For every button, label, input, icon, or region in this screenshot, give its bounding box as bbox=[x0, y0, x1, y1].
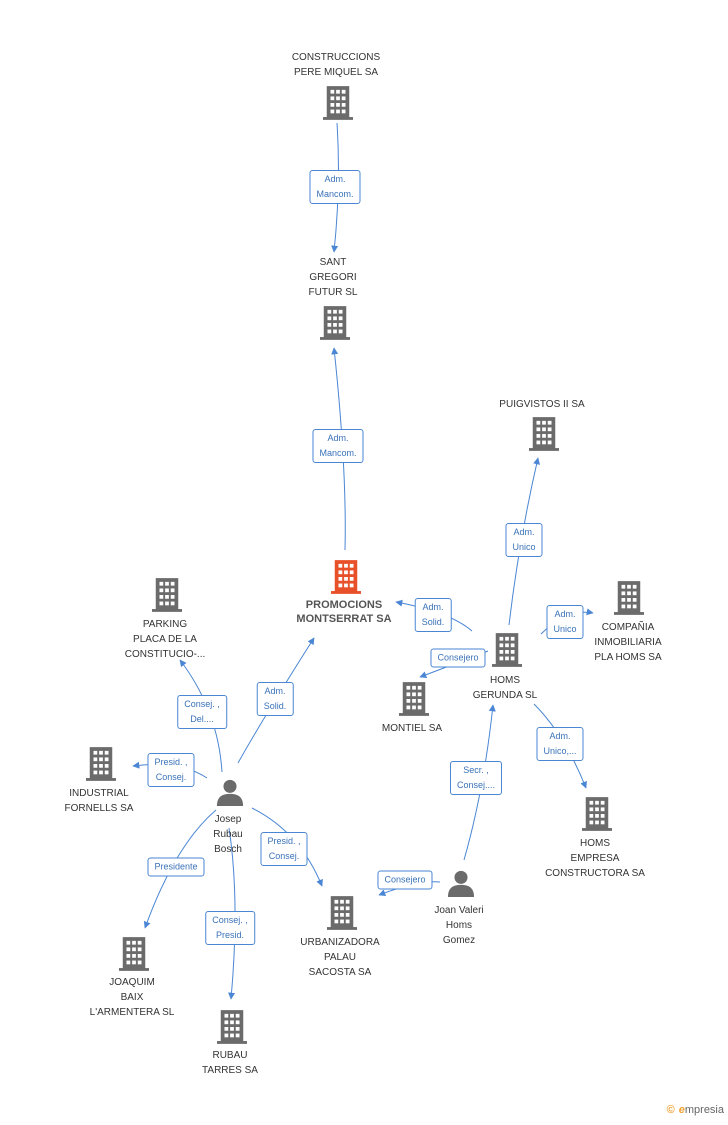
copyright-icon: © bbox=[666, 1104, 675, 1116]
node-label-rubautarres[interactable]: RUBAU TARRES SA bbox=[202, 1050, 258, 1076]
edge-label-josep-to-parking[interactable]: Consej. , Del.... bbox=[177, 695, 227, 729]
brand-name: mpresia bbox=[684, 1104, 724, 1116]
edge-label-promocions-to-santgregori[interactable]: Adm. Mancom. bbox=[312, 429, 364, 463]
edge-line-josep-to-joaquim bbox=[143, 809, 217, 929]
edge-line-josep-to-rubautarres bbox=[228, 827, 236, 1000]
node-label-puigvistos[interactable]: PUIGVISTOS II SA bbox=[499, 399, 585, 410]
edge-label-homsgerunda-to-puigvistos[interactable]: Adm. Unico bbox=[505, 523, 543, 557]
edge-label-construccions-to-santgregori[interactable]: Adm. Mancom. bbox=[309, 170, 361, 204]
edge-label-josep-to-urbanizadora[interactable]: Presid. , Consej. bbox=[260, 832, 308, 866]
edge-label-homsgerunda-to-homsempresa[interactable]: Adm. Unico,... bbox=[536, 727, 584, 761]
edge-label-joan-to-urbanizadora[interactable]: Consejero bbox=[377, 870, 433, 890]
building-icon-homsgerunda[interactable] bbox=[492, 633, 522, 667]
building-icon-homsempresa[interactable] bbox=[582, 797, 612, 831]
edge-label-josep-to-industrial[interactable]: Presid. , Consej. bbox=[147, 753, 195, 787]
node-label-promocions[interactable]: PROMOCIONS MONTSERRAT SA bbox=[296, 599, 392, 625]
edge-label-homsgerunda-to-promocions[interactable]: Adm. Solid. bbox=[414, 598, 452, 632]
brand-initial: e bbox=[678, 1104, 685, 1116]
node-label-industrial[interactable]: INDUSTRIAL FORNELLS SA bbox=[64, 788, 134, 814]
building-icon-urbanizadora[interactable] bbox=[327, 896, 357, 930]
node-label-homsempresa[interactable]: HOMS EMPRESA CONSTRUCTORA SA bbox=[545, 838, 645, 879]
node-label-montiel[interactable]: MONTIEL SA bbox=[381, 723, 443, 734]
edge-label-josep-to-joaquim[interactable]: Presidente bbox=[147, 857, 205, 877]
building-icon-construccions[interactable] bbox=[323, 86, 353, 120]
building-icon-inmobiliaria[interactable] bbox=[614, 581, 644, 615]
building-icon-santgregori[interactable] bbox=[320, 306, 350, 340]
node-label-inmobiliaria[interactable]: COMPAÑIA INMOBILIARIA PLA HOMS SA bbox=[594, 622, 662, 663]
edge-label-joan-to-homsgerunda[interactable]: Secr. , Consej.... bbox=[449, 761, 503, 795]
node-label-construccions[interactable]: CONSTRUCCIONS PERE MIQUEL SA bbox=[291, 52, 381, 78]
node-label-homsgerunda[interactable]: HOMS GERUNDA SL bbox=[472, 675, 538, 701]
person-icon-joan[interactable] bbox=[447, 870, 475, 897]
node-label-josep[interactable]: Josep Rubau Bosch bbox=[213, 814, 243, 855]
footer-brand: ©empresia bbox=[667, 1104, 724, 1116]
edge-label-homsgerunda-to-inmobiliaria[interactable]: Adm. Unico bbox=[546, 605, 584, 639]
node-label-santgregori[interactable]: SANT GREGORI FUTUR SL bbox=[308, 257, 358, 298]
building-icon-joaquim[interactable] bbox=[119, 937, 149, 971]
building-icon-industrial[interactable] bbox=[86, 747, 116, 781]
building-icon-montiel[interactable] bbox=[399, 682, 429, 716]
building-icon-parking[interactable] bbox=[152, 578, 182, 612]
edge-label-josep-to-promocions[interactable]: Adm. Solid. bbox=[256, 682, 294, 716]
building-icon-puigvistos[interactable] bbox=[529, 417, 559, 451]
person-icon-josep[interactable] bbox=[216, 779, 244, 806]
node-label-joaquim[interactable]: JOAQUIM BAIX L'ARMENTERA SL bbox=[89, 977, 175, 1018]
edge-label-josep-to-rubautarres[interactable]: Consej. , Presid. bbox=[205, 911, 255, 945]
node-label-joan[interactable]: Joan Valeri Homs Gomez bbox=[434, 905, 484, 946]
building-icon-promocions[interactable] bbox=[331, 560, 361, 594]
node-label-urbanizadora[interactable]: URBANIZADORA PALAU SACOSTA SA bbox=[300, 937, 380, 978]
node-label-parking[interactable]: PARKING PLACA DE LA CONSTITUCIO-... bbox=[124, 619, 206, 660]
edge-label-homsgerunda-to-montiel[interactable]: Consejero bbox=[430, 648, 486, 668]
building-icon-rubautarres[interactable] bbox=[217, 1010, 247, 1044]
